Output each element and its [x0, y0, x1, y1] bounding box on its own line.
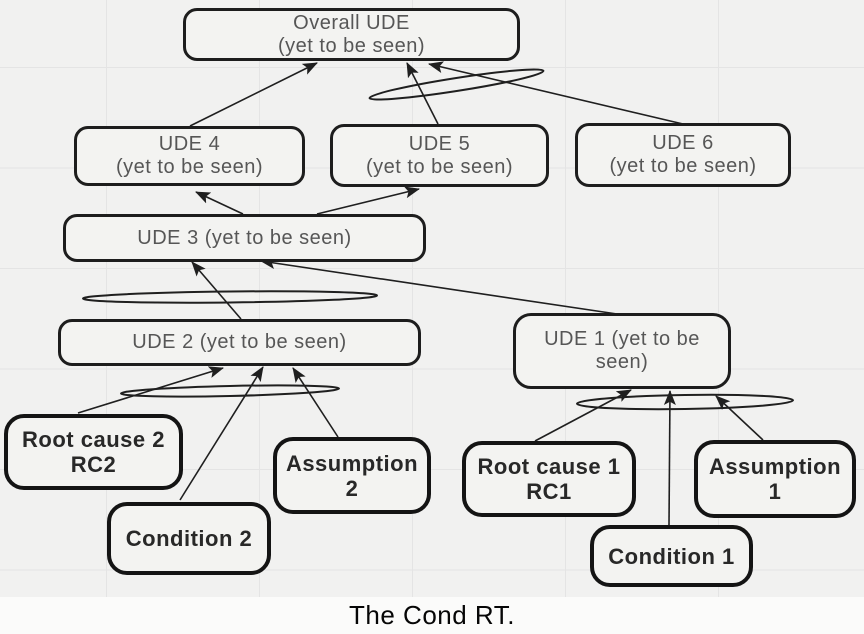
node-ude1: UDE 1 (yet to be seen): [513, 313, 731, 389]
node-ude3: UDE 3 (yet to be seen): [63, 214, 426, 262]
edge-condition1-ude1: [663, 390, 676, 526]
node-ude5-label: UDE 5 (yet to be seen): [366, 132, 513, 178]
and-connector-ellipse-ude3: [82, 290, 378, 304]
node-root-cause-1-label: Root cause 1 RC1: [477, 454, 621, 504]
edge-ude3-ude4: [195, 191, 244, 215]
node-condition-1-label: Condition 1: [608, 543, 735, 569]
node-root-cause-1: Root cause 1 RC1: [462, 441, 636, 517]
node-condition-2: Condition 2: [107, 502, 271, 575]
node-condition-1: Condition 1: [590, 525, 753, 587]
edge-rootcause2-ude2: [77, 366, 224, 414]
node-assumption-1: Assumption 1: [694, 440, 856, 518]
edge-ude1-ude3: [260, 257, 618, 315]
and-connector-ellipse-ude1: [576, 393, 794, 411]
edges-layer: [77, 61, 794, 526]
edge-ude3-ude5: [316, 186, 420, 215]
and-connector-ellipse-ude2: [120, 384, 340, 398]
diagram-caption: The Cond RT.: [349, 600, 515, 630]
grid-background: [0, 0, 864, 597]
node-ude4: UDE 4 (yet to be seen): [74, 126, 305, 186]
edge-ude4-overall: [189, 62, 318, 127]
node-ude2-label: UDE 2 (yet to be seen): [132, 331, 347, 353]
node-root-cause-2-label: Root cause 2 RC2: [22, 427, 165, 477]
node-ude5: UDE 5 (yet to be seen): [330, 124, 549, 187]
edge-ude2-ude3: [191, 261, 242, 320]
edge-ude6-overall: [428, 61, 684, 125]
node-ude2: UDE 2 (yet to be seen): [58, 319, 421, 366]
node-condition-2-label: Condition 2: [125, 526, 253, 551]
node-ude6: UDE 6 (yet to be seen): [575, 123, 791, 187]
node-root-cause-2: Root cause 2 RC2: [4, 414, 183, 490]
edge-condition2-ude2: [179, 366, 264, 501]
edge-assumption2-ude2: [292, 367, 339, 438]
edge-ude5-overall: [406, 62, 439, 125]
caption-bar: The Cond RT.: [0, 597, 864, 634]
node-ude1-label: UDE 1 (yet to be seen): [544, 328, 700, 373]
and-connector-ellipse-overall: [368, 68, 545, 101]
node-ude4-label: UDE 4 (yet to be seen): [116, 133, 263, 178]
node-assumption-2-label: Assumption 2: [285, 450, 419, 501]
edge-assumption1-ude1: [715, 395, 764, 441]
node-assumption-2: Assumption 2: [273, 437, 431, 514]
node-ude3-label: UDE 3 (yet to be seen): [137, 226, 352, 249]
node-overall-ude: Overall UDE (yet to be seen): [183, 8, 520, 61]
node-overall-ude-label: Overall UDE (yet to be seen): [278, 11, 425, 57]
node-ude6-label: UDE 6 (yet to be seen): [609, 132, 757, 177]
node-assumption-1-label: Assumption 1: [708, 454, 842, 504]
